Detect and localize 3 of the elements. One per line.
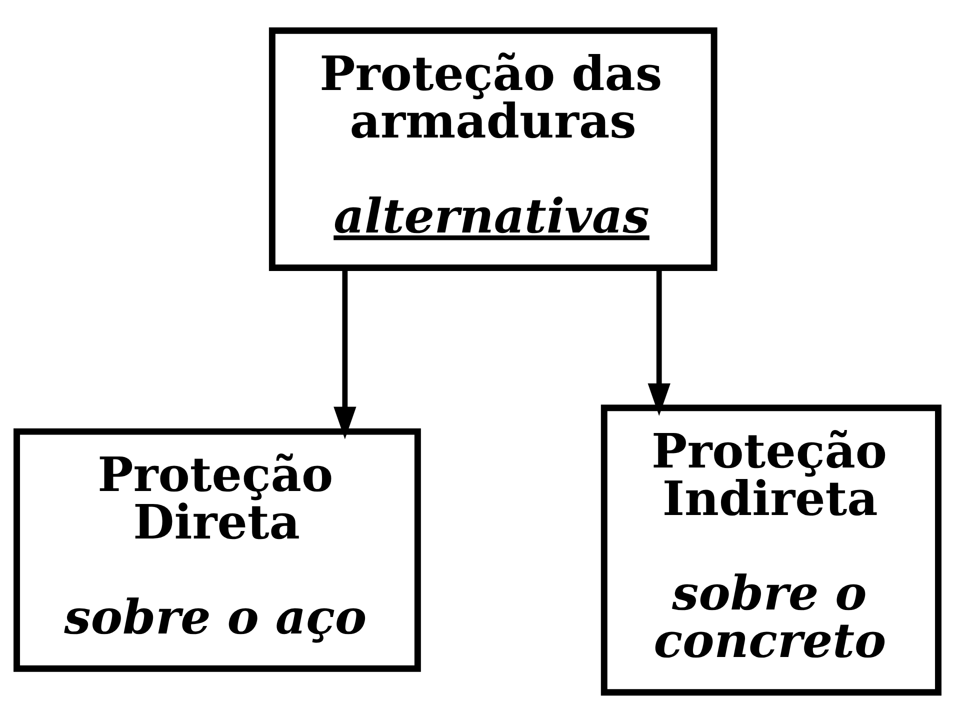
node-box: Proteção Direta sobre o aço: [14, 428, 421, 672]
node-box: Proteção Indireta sobre o concreto: [600, 404, 942, 696]
node-box: Proteção das armaduras alternativas: [268, 26, 718, 270]
